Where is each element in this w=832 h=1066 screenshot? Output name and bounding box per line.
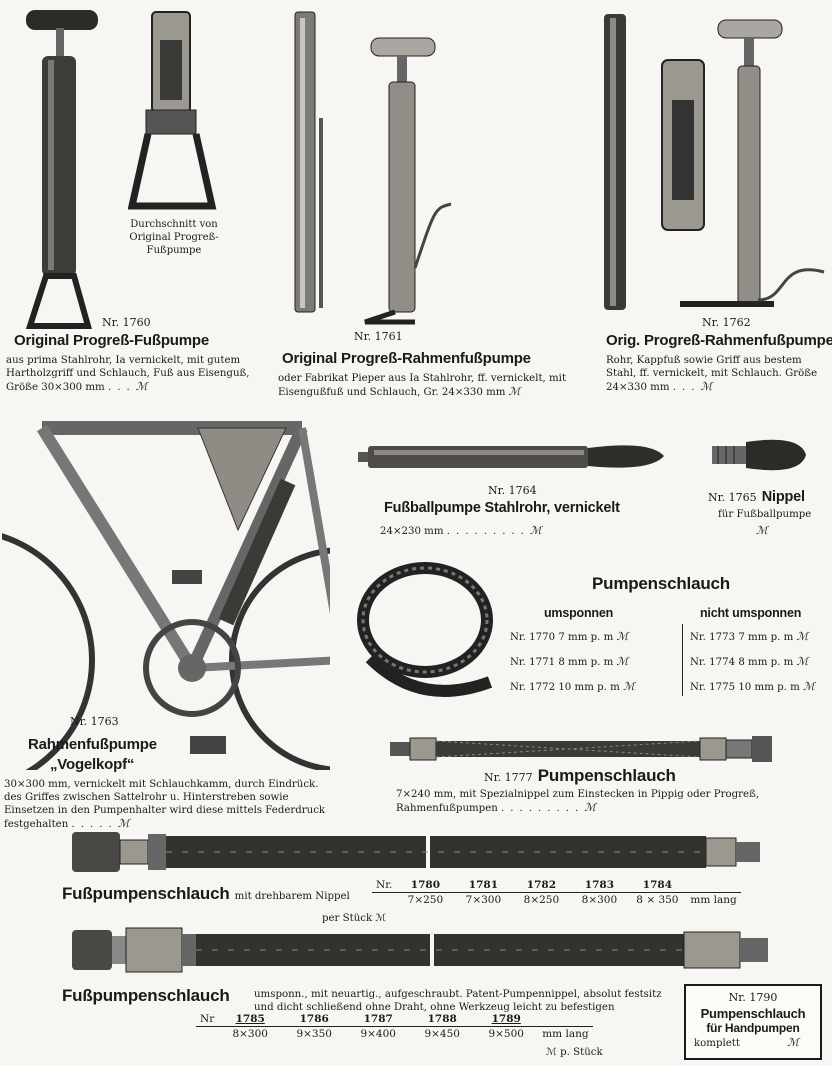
- pumpenschlauch-title: Pumpenschlauch: [592, 574, 730, 593]
- box-1790: Nr. 1790 Pumpenschlauch für Handpumpen k…: [684, 984, 822, 1060]
- size-1764: 24×230 mm .........ℳ: [380, 524, 542, 537]
- nr-1777-line: Nr. 1777 Pumpenschlauch: [484, 766, 676, 785]
- col-umsponnen: umsponnen: [544, 606, 614, 620]
- mark-1765: ℳ: [756, 524, 768, 537]
- nr-1784: 1784: [642, 879, 673, 891]
- nr-1783: 1783: [584, 879, 615, 891]
- row-1772: Nr. 1772 10 mm p. m ℳ: [510, 680, 635, 693]
- subtitle-1763: „Vogelkopf“: [50, 756, 135, 773]
- size-1783: 8×300: [581, 894, 618, 906]
- row-1775: Nr. 1775 10 mm p. m ℳ: [690, 680, 815, 693]
- unit-1785: mm lang: [542, 1028, 589, 1040]
- nr-1764: Nr. 1764: [488, 484, 537, 497]
- fuss2-per: ℳ p. Stück: [546, 1047, 603, 1058]
- nr-1761: Nr. 1761: [354, 330, 403, 343]
- size-1785: 8×300: [232, 1028, 268, 1040]
- row-1771: Nr. 1771 8 mm p. m ℳ: [510, 655, 629, 668]
- fuss2-table: Nr 1785 1786 1787 1788 1789 8×300 9×350 …: [196, 1012, 593, 1041]
- row-1770: Nr. 1770 7 mm p. m ℳ: [510, 630, 629, 643]
- nr-1785: 1785: [235, 1013, 265, 1025]
- desc-1762: Rohr, Kappfuß sowie Griff aus bestem Sta…: [606, 355, 818, 393]
- fuss1-nr-row: Nr. 1780 1781 1782 1783 1784: [372, 878, 741, 893]
- nr-1787: 1787: [363, 1013, 393, 1025]
- title-1762: Orig. Progreß-Rahmenfußpumpe: [606, 332, 832, 349]
- size-1789: 9×500: [488, 1028, 524, 1040]
- frame-pump-1762-illustration: [604, 14, 825, 310]
- frame-pump-1761-illustration: [294, 11, 452, 325]
- foot-pump-hose-1785-illustration: [72, 927, 768, 973]
- row-1774: Nr. 1774 8 mm p. m ℳ: [690, 655, 809, 668]
- row-1773: Nr. 1773 7 mm p. m ℳ: [690, 630, 809, 643]
- nr-1765-line: Nr. 1765 Nippel: [708, 489, 805, 505]
- title-1760: Original Progreß-Fußpumpe: [14, 332, 210, 349]
- nr-1760: Nr. 1760: [102, 316, 151, 329]
- desc-1761: oder Fabrikat Pieper aus Ia Stahlrohr, f…: [278, 373, 567, 398]
- desc-1765: für Fußballpumpe: [718, 509, 812, 520]
- nr-1781: 1781: [468, 879, 499, 891]
- nr-label-2: Nr: [200, 1013, 215, 1025]
- nr-1780: 1780: [410, 879, 441, 891]
- size-1786: 9×350: [296, 1028, 332, 1040]
- desc-1763: 30×300 mm, vernickelt mit Schlauchkamm, …: [4, 779, 326, 830]
- size-1784: 8 × 350: [636, 894, 679, 906]
- football-pump-1764-illustration: [358, 445, 664, 468]
- nr-1762: Nr. 1762: [702, 316, 751, 329]
- size-1782: 8×250: [523, 894, 560, 906]
- fuss2-size-row: 8×300 9×350 9×400 9×450 9×500 mm lang: [196, 1026, 593, 1042]
- komplett-1790: komplett ℳ: [694, 1036, 799, 1049]
- nr-1763: Nr. 1763: [70, 715, 119, 728]
- nr-1786: 1786: [299, 1013, 329, 1025]
- size-1780: 7×250: [407, 894, 444, 906]
- foot-pump-hose-1780-illustration: [72, 832, 760, 872]
- fuss1-size-row: 7×250 7×300 8×250 8×300 8 × 350 mm lang: [372, 892, 741, 908]
- nipple-1765-illustration: [712, 439, 806, 471]
- fuss1-table: Nr. 1780 1781 1782 1783 1784 7×250 7×300…: [372, 878, 741, 907]
- bicycle-frame-pump-1763-illustration: [2, 421, 330, 770]
- fuss2-desc: umsponn., mit neuartig., aufgeschraubt. …: [254, 989, 662, 1013]
- fuss1-heading: Fußpumpenschlauch mit drehbarem Nippel: [62, 884, 350, 903]
- desc-1760: aus prima Stahlrohr, Ia vernickelt, mit …: [6, 355, 250, 393]
- nr-1790: Nr. 1790: [728, 991, 778, 1004]
- nr-1789: 1789: [491, 1013, 521, 1025]
- unit-1780: mm lang: [690, 894, 737, 906]
- nr-1788: 1788: [427, 1013, 457, 1025]
- title-1761: Original Progreß-Rahmenfußpumpe: [282, 350, 531, 367]
- title-1790: Pumpenschlauch: [700, 1006, 806, 1021]
- foot-pump-1760-illustration: [25, 10, 98, 329]
- subtitle-1790: für Handpumpen: [706, 1021, 800, 1035]
- nr-1782: 1782: [526, 879, 557, 891]
- table-divider: [682, 624, 683, 696]
- title-1763: Rahmenfußpumpe: [28, 736, 157, 753]
- desc-1777: 7×240 mm, mit Spezialnippel zum Einsteck…: [396, 789, 760, 814]
- nr-label: Nr.: [376, 879, 393, 891]
- cross-section-caption: Durchschnitt von Original Progreß-Fußpum…: [129, 219, 219, 256]
- title-1764: Fußballpumpe Stahlrohr, vernickelt: [384, 500, 620, 516]
- size-1787: 9×400: [360, 1028, 396, 1040]
- coiled-hose-illustration: [357, 562, 493, 697]
- fuss1-per: per Stück ℳ: [322, 913, 387, 924]
- fuss2-title: Fußpumpenschlauch: [62, 986, 230, 1005]
- size-1781: 7×300: [465, 894, 502, 906]
- hose-1777-illustration: [390, 736, 772, 762]
- cross-section-illustration: [128, 11, 217, 210]
- fuss2-nr-row: Nr 1785 1786 1787 1788 1789: [196, 1012, 593, 1027]
- size-1788: 9×450: [424, 1028, 460, 1040]
- col-nicht-umsponnen: nicht umsponnen: [700, 606, 802, 620]
